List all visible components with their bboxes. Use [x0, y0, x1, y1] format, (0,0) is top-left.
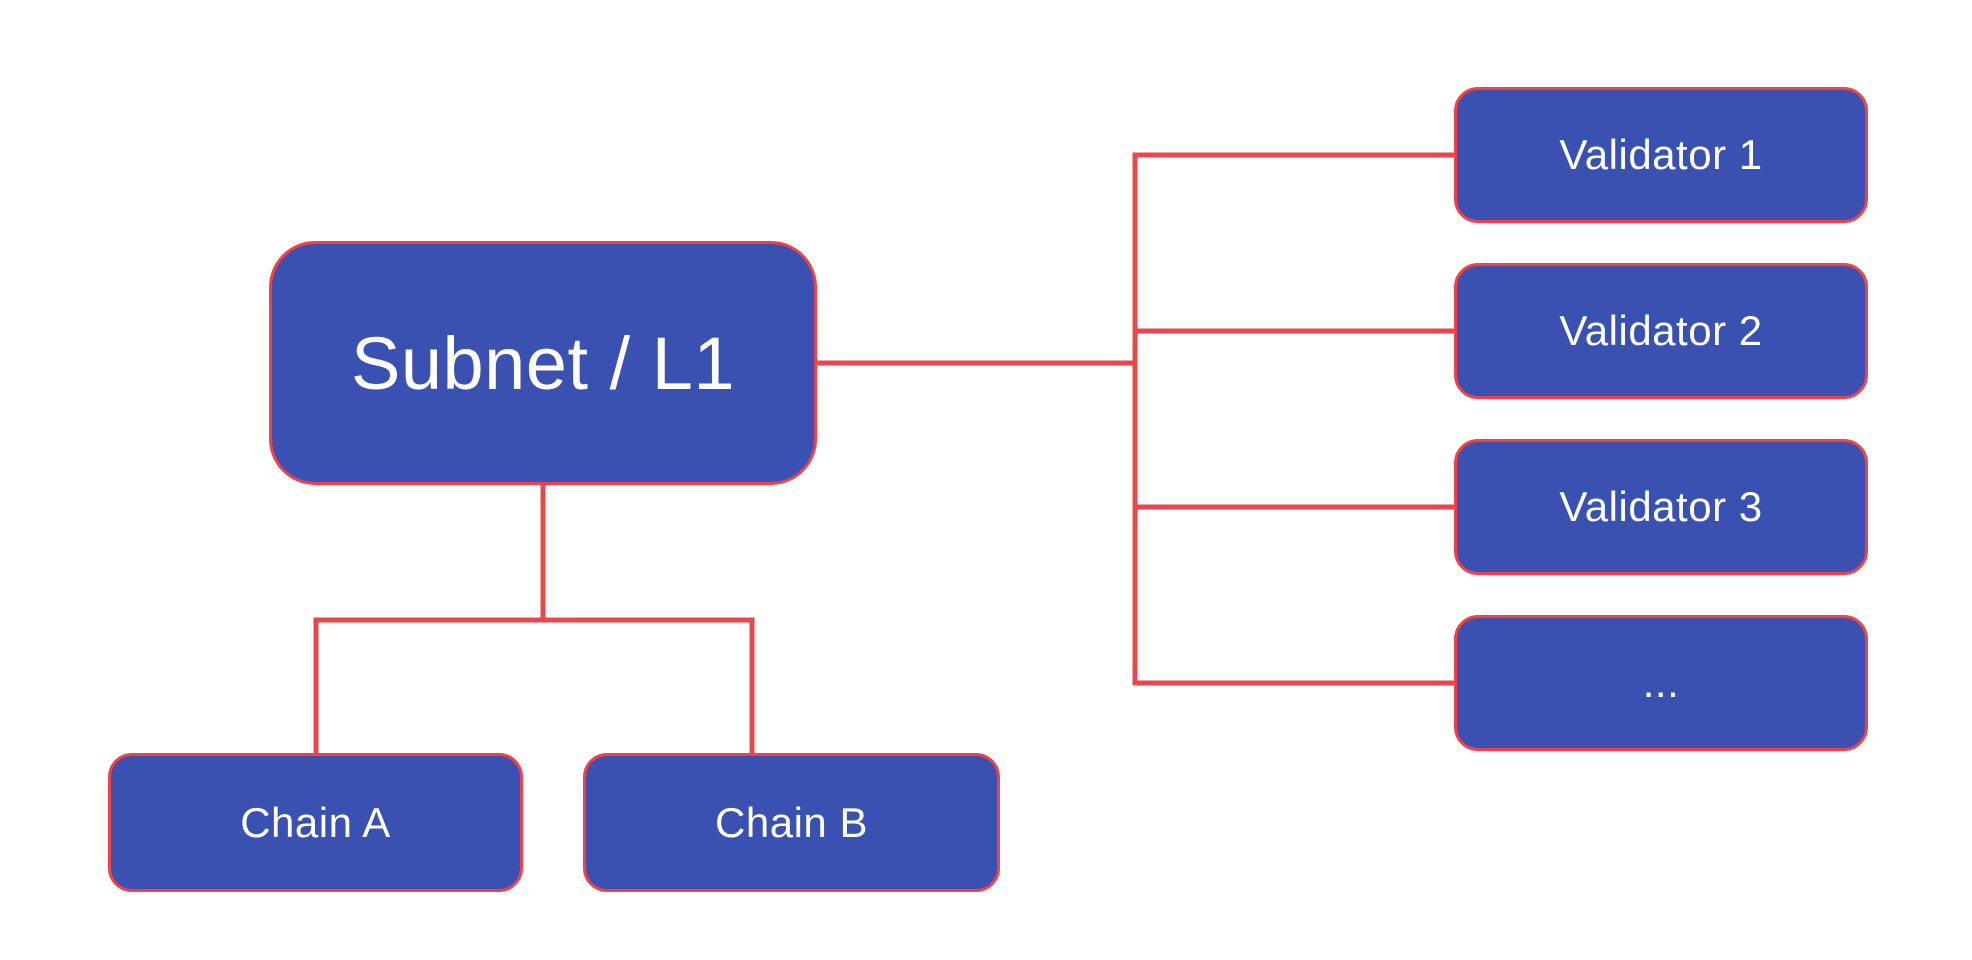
node-validator-1: Validator 1: [1454, 87, 1868, 223]
node-validator-2-label: Validator 2: [1559, 307, 1763, 354]
node-chain-a-label: Chain A: [240, 798, 391, 846]
node-validator-1-label: Validator 1: [1559, 131, 1763, 178]
node-subnet-l1: Subnet / L1: [269, 241, 817, 485]
node-chain-b: Chain B: [583, 753, 1000, 892]
connector-validator-trunk: [1132, 152, 1456, 686]
node-chain-a: Chain A: [108, 753, 523, 892]
node-subnet-l1-label: Subnet / L1: [350, 321, 736, 405]
connector-chain-tree: [313, 617, 755, 755]
node-validator-3-label: Validator 3: [1559, 483, 1763, 530]
node-validator-more: ...: [1454, 615, 1868, 751]
node-validator-2: Validator 2: [1454, 263, 1868, 399]
node-chain-b-label: Chain B: [715, 798, 868, 846]
node-validator-more-label: ...: [1642, 659, 1680, 706]
node-validator-3: Validator 3: [1454, 439, 1868, 575]
